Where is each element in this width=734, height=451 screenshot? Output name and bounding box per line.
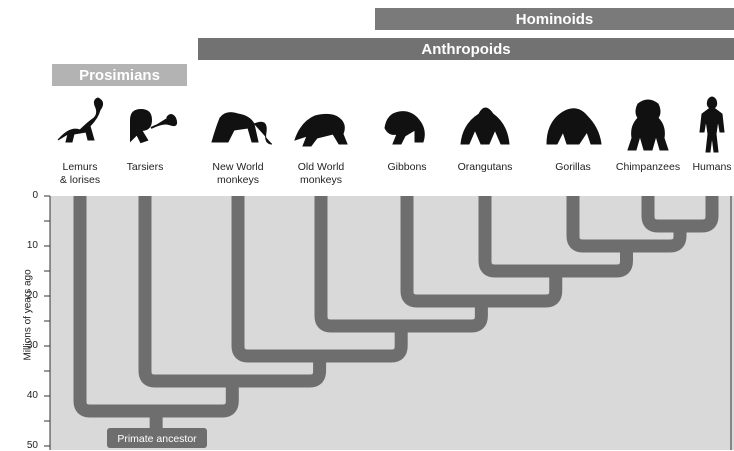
animal-silhouettes xyxy=(58,97,724,152)
taxon-label: New World monkeys xyxy=(212,161,263,187)
tarsier-icon xyxy=(131,110,176,142)
taxon-label: Gibbons xyxy=(387,161,426,174)
taxon-label: Chimpanzees xyxy=(616,161,680,174)
taxon-label: Orangutans xyxy=(458,161,513,174)
y-tick-label: 30 xyxy=(18,340,38,351)
y-axis-ticks xyxy=(44,196,50,446)
root-label-box: Primate ancestor xyxy=(107,428,207,448)
gorilla-icon xyxy=(547,109,601,144)
lemur-icon xyxy=(58,98,103,142)
y-tick-label: 0 xyxy=(18,190,38,201)
gibbon-icon xyxy=(385,112,424,144)
taxon-label: Lemurs & lorises xyxy=(60,161,100,187)
new-world-monkey-icon xyxy=(212,113,272,144)
taxon-label: Tarsiers xyxy=(127,161,164,174)
y-tick-label: 50 xyxy=(18,440,38,451)
taxon-label: Humans xyxy=(692,161,731,174)
taxon-label: Gorillas xyxy=(555,161,591,174)
y-tick-label: 40 xyxy=(18,390,38,401)
y-tick-label: 20 xyxy=(18,290,38,301)
y-tick-label: 10 xyxy=(18,240,38,251)
taxon-label: Old World monkeys xyxy=(298,161,345,187)
primate-ancestor-label: Primate ancestor xyxy=(117,433,197,445)
chimpanzee-icon xyxy=(628,100,668,150)
old-world-monkey-icon xyxy=(295,114,347,146)
human-icon xyxy=(700,97,724,152)
orangutan-icon xyxy=(461,108,509,144)
